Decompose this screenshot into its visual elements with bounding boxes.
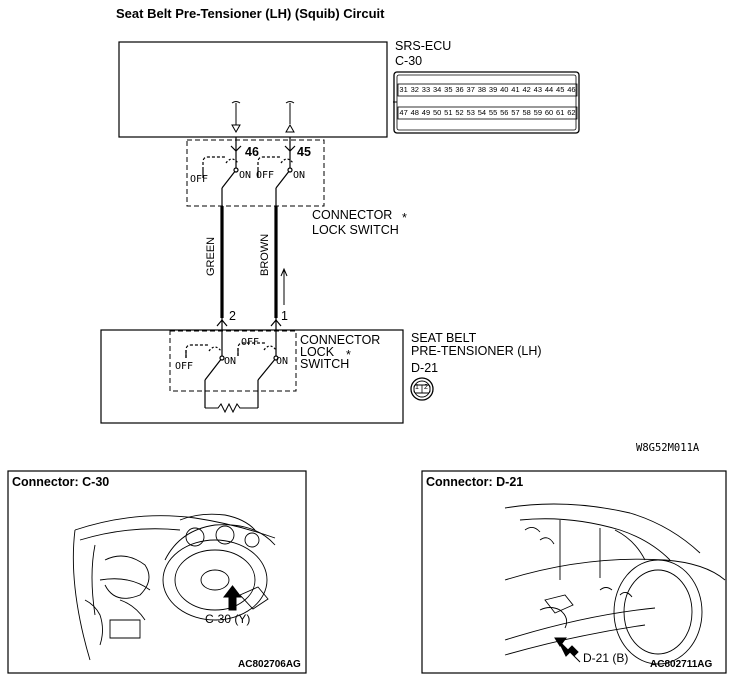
pt-lock-switch-label-1: CONNECTOR: [300, 333, 381, 347]
pt-switch-off-right: OFF: [241, 337, 260, 348]
c30-pin: 39: [488, 85, 498, 94]
c30-pin: 41: [511, 85, 520, 94]
c30-pin: 48: [410, 108, 419, 117]
photo-left-title: Connector: C-30: [12, 475, 110, 489]
c30-pin: 58: [522, 108, 531, 117]
c30-pin: 37: [466, 85, 475, 94]
diagram-title: Seat Belt Pre-Tensioner (LH) (Squib) Cir…: [116, 6, 385, 21]
c30-pin: 53: [466, 108, 475, 117]
car-body-sketch: [504, 503, 726, 665]
pt-lock-switch-label-3: SWITCH: [300, 357, 350, 371]
pretensioner-name-1: SEAT BELT: [411, 331, 477, 345]
c30-pin: 52: [455, 108, 464, 117]
photo-right-frame: [421, 470, 727, 674]
c30-pin: 51: [444, 108, 453, 117]
ecu-switch-on-left: ON: [239, 170, 252, 181]
c30-pin: 33: [421, 85, 431, 94]
pretensioner-switch-lines: [185, 318, 279, 414]
c30-pin: 44: [544, 85, 554, 94]
c30-pin: 55: [488, 108, 498, 117]
c30-pin: 59: [533, 108, 543, 117]
c30-connector-face: [393, 71, 580, 134]
ecu-switch-off-right: OFF: [256, 170, 275, 181]
pretensioner-connector-id: D-21: [411, 361, 439, 375]
pretensioner-pin-1: 1: [281, 309, 288, 323]
c30-pin-row-top: 31 32 33 34 35 36 37 38 39 40 41 42 43 4…: [398, 85, 577, 94]
wire-label-brown: BROWN: [259, 233, 271, 276]
c30-pin: 60: [544, 108, 554, 117]
ecu-internal-terminals: [231, 101, 295, 134]
c30-pin: 34: [432, 85, 442, 94]
photo-left-frame: [7, 470, 307, 674]
d21-connector-symbol: [410, 377, 434, 401]
photo-right-title: Connector: D-21: [426, 475, 524, 489]
pt-switch-on-right: ON: [276, 356, 289, 367]
c30-pin: 36: [455, 85, 464, 94]
ecu-lock-switch-label-1: CONNECTOR: [312, 208, 393, 222]
c30-pin: 31: [399, 85, 408, 94]
c30-pin: 61: [556, 108, 565, 117]
c30-pin: 45: [556, 85, 565, 94]
c30-pin: 57: [511, 108, 520, 117]
c30-pin: 49: [421, 108, 431, 117]
ecu-box: [118, 41, 388, 138]
c30-arrow: [222, 585, 243, 611]
c30-pin: 32: [410, 85, 419, 94]
wire-label-green: GREEN: [205, 236, 217, 276]
pt-switch-on-left: ON: [224, 356, 237, 367]
d21-arrow: [554, 637, 581, 663]
c30-pin: 40: [500, 85, 509, 94]
pt-lock-switch-label-2: LOCK: [300, 345, 335, 359]
ecu-pin-45: 45: [297, 145, 311, 159]
ecu-lock-switch-asterisk: *: [402, 211, 407, 225]
ecu-lock-switch-box: [186, 139, 325, 207]
pretensioner-lock-switch-box: [169, 330, 297, 392]
c30-pin: 47: [399, 108, 408, 117]
ecu-connector-id: C-30: [395, 54, 423, 68]
photo-right-callout: D-21 (B): [583, 651, 629, 665]
pretensioner-box: [100, 329, 404, 424]
ecu-switch-off-left: OFF: [190, 174, 209, 185]
pretensioner-name-2: PRE-TENSIONER (LH): [411, 344, 542, 358]
c30-pin: 43: [533, 85, 543, 94]
c30-pin: 35: [444, 85, 453, 94]
ecu-switch-lines: [202, 137, 296, 206]
d21-pin-2: 2: [424, 384, 428, 391]
pretensioner-pin-2: 2: [229, 309, 236, 323]
c30-pin: 62: [567, 108, 576, 117]
c30-pin: 54: [477, 108, 487, 117]
c30-pin: 56: [500, 108, 509, 117]
c30-pin-row-bottom: 47 48 49 50 51 52 53 54 55 56 57 58 59 6…: [398, 108, 577, 117]
dashboard-sketch: [72, 513, 276, 661]
ecu-switch-on-right: ON: [293, 170, 306, 181]
photo-left-callout: C-30 (Y): [205, 612, 251, 626]
current-flow-arrow: [280, 267, 288, 305]
pt-lock-switch-asterisk: *: [346, 348, 351, 362]
figure-code: W8G52M011A: [636, 442, 700, 454]
ecu-lock-switch-label-2: LOCK SWITCH: [312, 223, 399, 237]
d21-pin-1: 1: [415, 384, 419, 391]
photo-right-code: AC802711AG: [650, 659, 713, 670]
c30-pin: 38: [477, 85, 487, 94]
pt-switch-off-left: OFF: [175, 361, 194, 372]
c30-pin: 42: [522, 85, 531, 94]
c30-pin: 46: [567, 85, 576, 94]
ecu-pin-46: 46: [245, 145, 259, 159]
ecu-name: SRS-ECU: [395, 39, 452, 53]
c30-pin: 50: [432, 108, 442, 117]
photo-left-code: AC802706AG: [238, 659, 301, 670]
